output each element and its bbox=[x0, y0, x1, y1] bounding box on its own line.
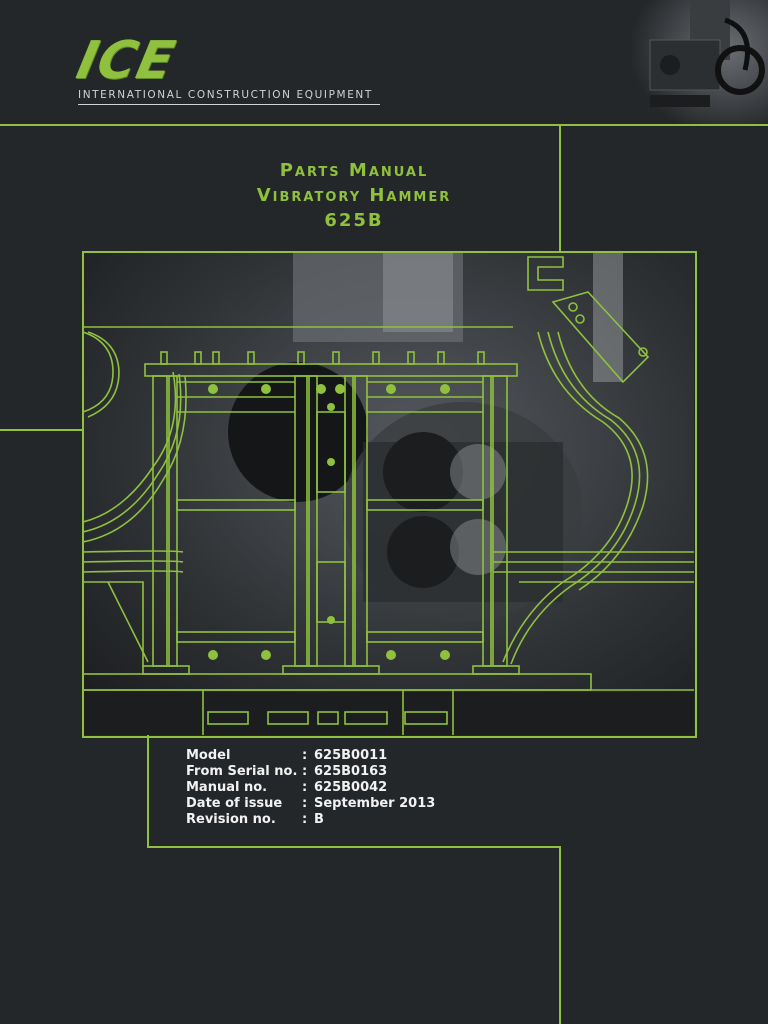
corner-machine-photo bbox=[630, 0, 768, 124]
logo-subtitle: INTERNATIONAL CONSTRUCTION EQUIPMENT bbox=[78, 89, 373, 101]
detail-label: Manual no. bbox=[186, 780, 268, 795]
detail-value: 625B0163 bbox=[314, 764, 388, 779]
title-parts-manual: Parts Manual bbox=[279, 160, 429, 181]
detail-label: Date of issue bbox=[186, 796, 283, 811]
detail-separator: : bbox=[302, 764, 308, 779]
detail-row-serial: From Serial no. : 625B0163 bbox=[186, 764, 435, 780]
top-rule bbox=[0, 124, 768, 126]
detail-row-manual: Manual no. : 625B0042 bbox=[186, 780, 435, 796]
detail-value: B bbox=[314, 812, 324, 827]
detail-value: 625B0042 bbox=[314, 780, 388, 795]
detail-separator: : bbox=[302, 748, 308, 763]
cover-image-border bbox=[82, 251, 697, 738]
frame-vertical-left-bottom bbox=[147, 735, 149, 848]
frame-vertical-right-bottom bbox=[559, 846, 561, 1024]
detail-label: Model bbox=[186, 748, 231, 763]
detail-label: Revision no. bbox=[186, 812, 276, 827]
manual-details: Model : 625B0011 From Serial no. : 625B0… bbox=[186, 748, 435, 828]
detail-label: From Serial no. bbox=[186, 764, 298, 779]
detail-row-date: Date of issue : September 2013 bbox=[186, 796, 435, 812]
logo-wordmark: ICE bbox=[71, 31, 181, 91]
detail-separator: : bbox=[302, 796, 308, 811]
detail-value: 625B0011 bbox=[314, 748, 388, 763]
frame-vertical-right-top bbox=[559, 124, 561, 252]
logo-underline bbox=[78, 104, 380, 105]
title-model-number: 625B bbox=[324, 210, 384, 231]
ice-logo: ICE INTERNATIONAL CONSTRUCTION EQUIPMENT bbox=[72, 31, 388, 106]
frame-left-stub bbox=[0, 429, 83, 431]
detail-separator: : bbox=[302, 812, 308, 827]
detail-separator: : bbox=[302, 780, 308, 795]
detail-row-model: Model : 625B0011 bbox=[186, 748, 435, 764]
detail-value: September 2013 bbox=[314, 796, 436, 811]
detail-row-revision: Revision no. : B bbox=[186, 812, 435, 828]
title-vibratory-hammer: Vibratory Hammer bbox=[256, 185, 452, 206]
cover-image bbox=[83, 252, 694, 735]
frame-bottom-rule bbox=[147, 846, 561, 848]
